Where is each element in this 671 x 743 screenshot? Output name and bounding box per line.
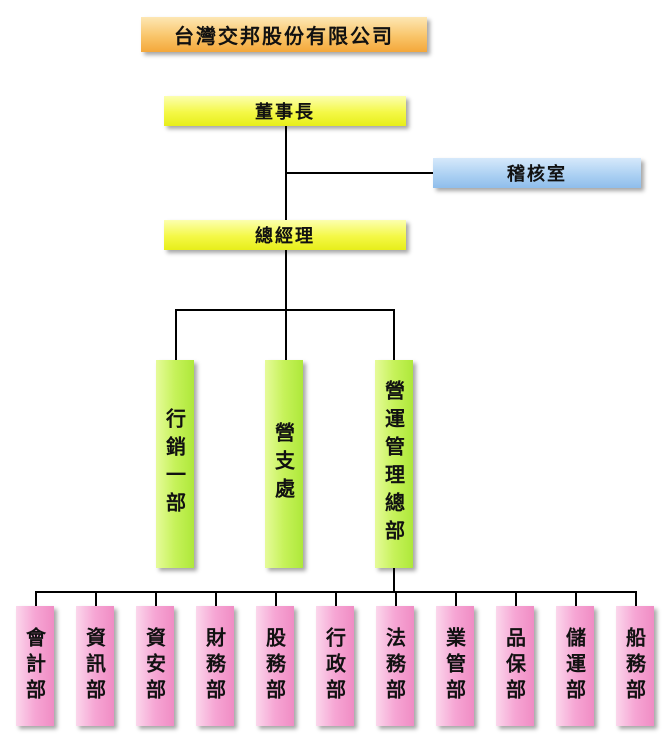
- department-node: 會計部: [16, 606, 54, 726]
- department-node: 船務部: [616, 606, 654, 726]
- chairman-node: 董事長: [164, 96, 406, 126]
- audit-node: 稽核室: [433, 158, 641, 188]
- connector-department: [95, 591, 97, 606]
- connector-department: [155, 591, 157, 606]
- connector-audit: [285, 172, 433, 174]
- department-node: 業管部: [436, 606, 474, 726]
- division-node: 營運管理總部: [375, 360, 413, 568]
- connector-department: [575, 591, 577, 606]
- department-node: 法務部: [376, 606, 414, 726]
- department-node: 資安部: [136, 606, 174, 726]
- department-node: 財務部: [196, 606, 234, 726]
- connector-department: [215, 591, 217, 606]
- connector-department: [635, 591, 637, 606]
- connector-gm-divisions: [285, 246, 287, 310]
- division-node: 行銷一部: [156, 360, 194, 568]
- connector-department: [275, 591, 277, 606]
- connector-division-2: [285, 309, 287, 360]
- connector-division-1: [175, 309, 177, 360]
- department-node: 資訊部: [76, 606, 114, 726]
- company-title: 台灣交邦股份有限公司: [141, 17, 427, 52]
- gm-node: 總經理: [164, 220, 406, 250]
- department-node: 行政部: [316, 606, 354, 726]
- connector-division-bar: [175, 309, 394, 311]
- connector-hq-departments: [393, 568, 395, 592]
- department-node: 品保部: [496, 606, 534, 726]
- department-node: 儲運部: [556, 606, 594, 726]
- department-node: 股務部: [256, 606, 294, 726]
- connector-department: [335, 591, 337, 606]
- connector-department: [515, 591, 517, 606]
- connector-department: [455, 591, 457, 606]
- connector-department: [35, 591, 37, 606]
- division-node: 營支處: [265, 360, 303, 568]
- connector-department: [395, 591, 397, 606]
- connector-division-3: [393, 309, 395, 360]
